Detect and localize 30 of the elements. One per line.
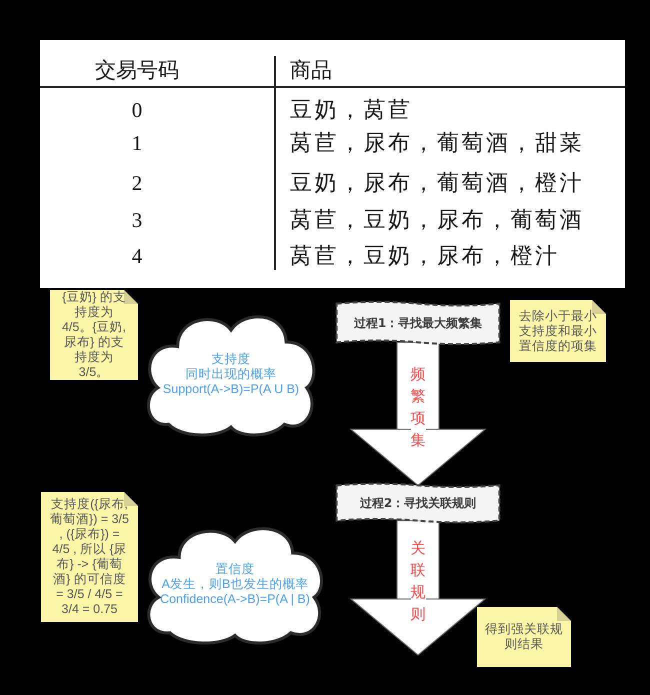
sticky-note [510, 300, 606, 362]
table-cell: 0 [132, 97, 142, 123]
formula-text: Confidence(A->B)=P(A | B) [160, 592, 310, 606]
wavy-banner [335, 300, 501, 346]
sticky-note [41, 492, 138, 622]
banner-text: 过程2：寻找关联规则 [360, 494, 476, 512]
cloud-heading: 置信度 [216, 562, 254, 576]
wavy-banner [335, 482, 501, 524]
note-text: 支持度({尿布,葡萄酒}) = 3/5 , ({尿布}) = 4/5 , 所以 {尿布} -> {葡萄酒} 的可信度 = 3/5 / 4/5 = 3/4 = 0.75 [49, 497, 130, 617]
table-cell: 3 [132, 207, 142, 233]
cloud-text: A发生，则B也发生的概率 [162, 576, 308, 592]
table-cell: 1 [132, 130, 142, 156]
table-cell: 4 [132, 243, 142, 269]
cloud-text: 同时出现的概率 [186, 366, 276, 382]
sticky-note [477, 607, 571, 667]
formula-text: Support(A->B)=P(A U B) [162, 382, 300, 396]
sticky-note [50, 290, 138, 380]
note-text: 去除小于最小支持度和最小置信度的项集 [518, 308, 598, 354]
table-cell: 豆奶，尿布，葡萄酒，橙汁 [290, 170, 584, 196]
table-cell: 莴苣，豆奶，尿布，葡萄酒 [290, 207, 584, 233]
table-cell: 莴苣，尿布，葡萄酒，甜菜 [290, 130, 584, 156]
table-cell: 莴苣，豆奶，尿布，橙汁 [290, 243, 560, 269]
cloud-heading: 支持度 [212, 352, 250, 366]
table-cell: 豆奶，莴苣 [290, 97, 412, 123]
table-header: 交易号码 [95, 57, 179, 83]
banner-text: 过程1：寻找最大频繁集 [354, 314, 482, 332]
table-header: 商品 [290, 57, 332, 83]
note-text: 得到强关联规则结果 [485, 622, 563, 652]
note-text: {豆奶} 的支持度为 4/5。{豆奶,尿布} 的支持度为 3/5。 [60, 290, 128, 380]
table-cell: 2 [132, 170, 142, 196]
